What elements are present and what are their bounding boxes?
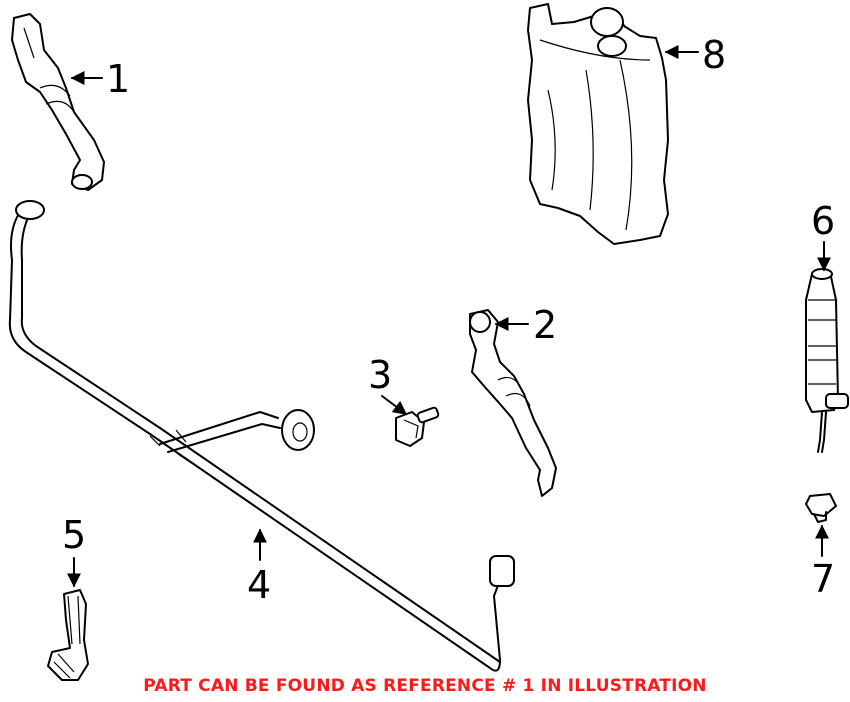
callout-3: 3 — [368, 353, 392, 397]
callout-7: 7 — [811, 557, 835, 601]
part-7-grommet[interactable] — [805, 493, 837, 523]
reference-notice: PART CAN BE FOUND AS REFERENCE # 1 IN IL… — [143, 676, 707, 696]
part-3-bolt[interactable] — [395, 406, 440, 447]
part-6-washer-pump[interactable] — [805, 268, 849, 453]
part-4-washer-hose[interactable] — [8, 200, 515, 672]
part-2-washer-nozzle[interactable] — [469, 309, 557, 497]
callout-6: 6 — [811, 199, 835, 243]
callout-1: 1 — [106, 57, 130, 101]
callout-8: 8 — [702, 33, 726, 77]
part-1-washer-nozzle[interactable] — [11, 13, 105, 191]
callout-2: 2 — [533, 303, 557, 347]
callout-4: 4 — [247, 563, 271, 607]
callout-3-arrow — [381, 395, 408, 415]
part-5-hose-connector[interactable] — [47, 589, 89, 681]
part-8-washer-reservoir[interactable] — [527, 3, 669, 245]
callout-5: 5 — [62, 513, 86, 557]
